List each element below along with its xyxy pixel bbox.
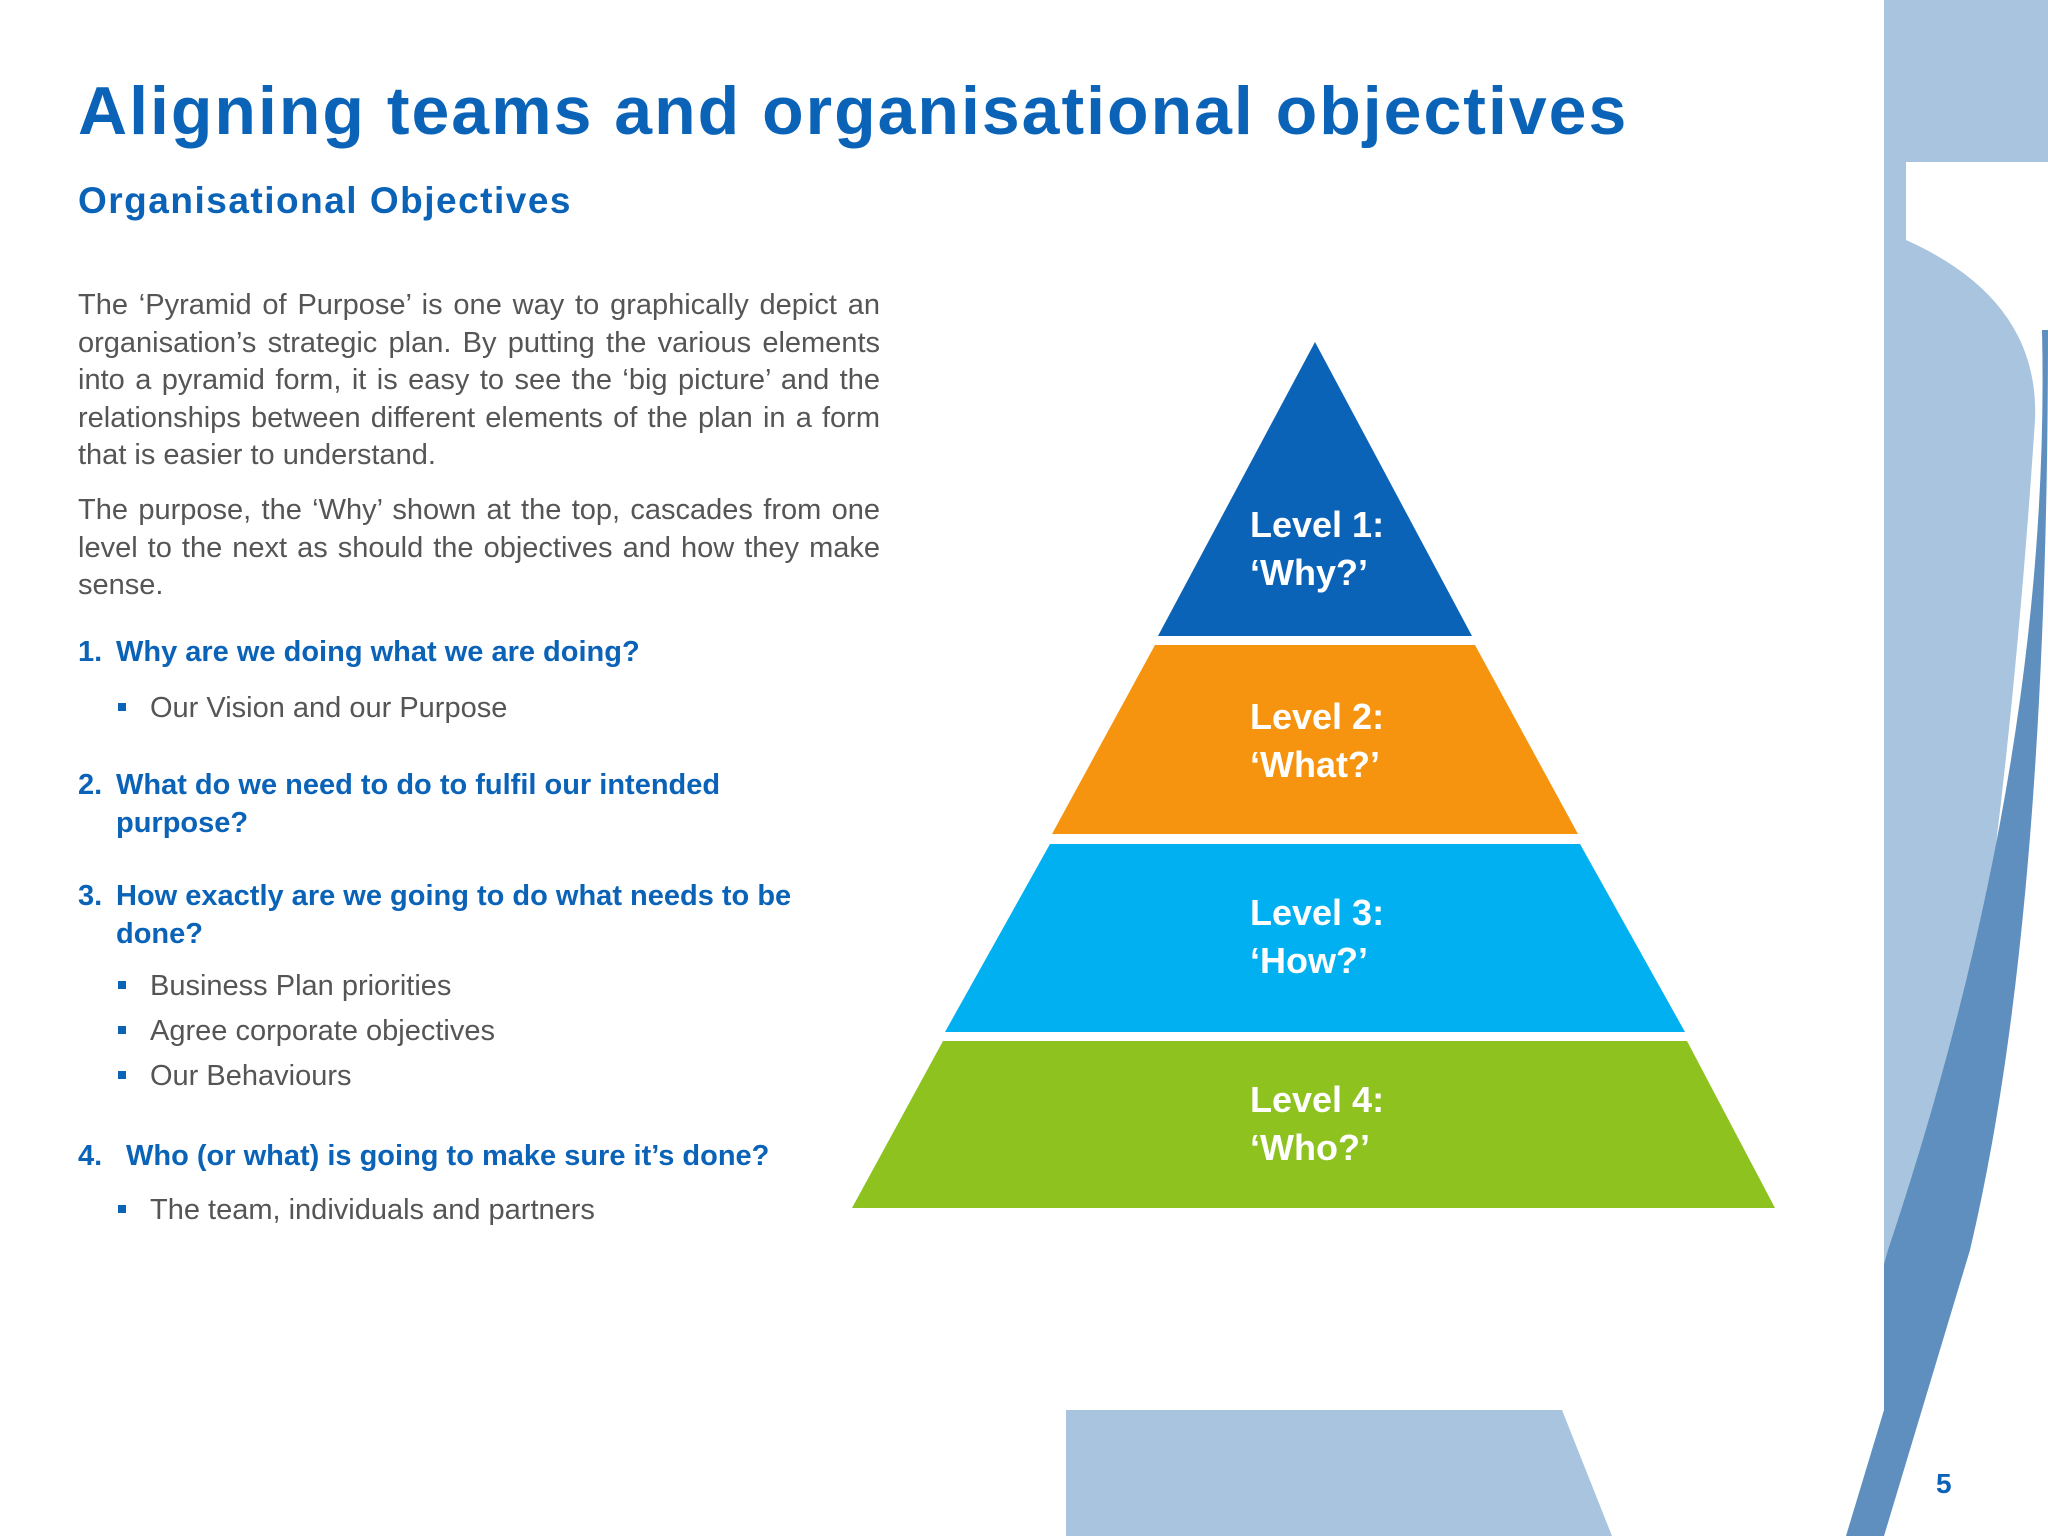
question-text: Who (or what) is going to make sure it’s… bbox=[126, 1140, 770, 1172]
question-text: Why are we doing what we are doing? bbox=[116, 636, 640, 668]
page-title: Aligning teams and organisational object… bbox=[78, 73, 1629, 149]
list-item: Agree corporate objectives bbox=[118, 1009, 495, 1054]
page-subtitle: Organisational Objectives bbox=[78, 180, 572, 221]
decor-swoosh-white bbox=[1862, 162, 2048, 1536]
pyramid-level-1-question: ‘Why?’ bbox=[1250, 552, 1368, 593]
pyramid-level-2 bbox=[1052, 645, 1578, 834]
question-1-bullets: Our Vision and our Purpose bbox=[118, 686, 507, 731]
list-item-text: Our Behaviours bbox=[150, 1060, 352, 1092]
question-1: 1. Why are we doing what we are doing? bbox=[78, 633, 838, 671]
page-number: 5 bbox=[1936, 1468, 1952, 1499]
square-bullet-icon bbox=[118, 1071, 126, 1079]
intro-paragraph-2: The purpose, the ‘Why’ shown at the top,… bbox=[78, 494, 880, 601]
pyramid-level-4-label: Level 4: bbox=[1250, 1079, 1384, 1120]
intro-paragraph-1: The ‘Pyramid of Purpose’ is one way to g… bbox=[78, 289, 880, 471]
question-number: 2. bbox=[78, 769, 103, 801]
square-bullet-icon bbox=[118, 703, 126, 711]
square-bullet-icon bbox=[118, 1205, 126, 1213]
pyramid-level-1 bbox=[1158, 342, 1472, 636]
list-item: Our Vision and our Purpose bbox=[118, 686, 507, 731]
decor-bottom-triangle bbox=[1562, 1410, 1884, 1536]
pyramid-level-2-label: Level 2: bbox=[1250, 696, 1384, 737]
pyramid-level-1-label: Level 1: bbox=[1250, 504, 1384, 545]
question-number: 1. bbox=[78, 636, 103, 668]
question-4-bullets: The team, individuals and partners bbox=[118, 1188, 595, 1233]
square-bullet-icon bbox=[118, 981, 126, 989]
pyramid-level-3 bbox=[945, 844, 1685, 1032]
pyramid-level-2-question: ‘What?’ bbox=[1250, 744, 1380, 785]
pyramid-level-4-question: ‘Who?’ bbox=[1250, 1127, 1370, 1168]
list-item: Business Plan priorities bbox=[118, 964, 495, 1009]
pyramid-level-4 bbox=[852, 1041, 1775, 1208]
decor-swoosh-dark bbox=[1808, 330, 2048, 1536]
question-text: How exactly are we going to do what need… bbox=[116, 880, 792, 950]
question-3: 3. How exactly are we going to do what n… bbox=[78, 877, 838, 953]
question-4: 4. Who (or what) is going to make sure i… bbox=[78, 1137, 838, 1175]
list-item: The team, individuals and partners bbox=[118, 1188, 595, 1233]
pyramid-diagram: Level 1: ‘Why?’ Level 2: ‘What?’ Level 3… bbox=[852, 342, 1775, 1208]
list-item-text: Our Vision and our Purpose bbox=[150, 692, 508, 724]
question-text: What do we need to do to fulfil our inte… bbox=[116, 769, 721, 839]
square-bullet-icon bbox=[118, 1026, 126, 1034]
question-3-bullets: Business Plan priorities Agree corporate… bbox=[118, 964, 495, 1099]
list-item-text: Agree corporate objectives bbox=[150, 1015, 495, 1047]
pyramid-level-3-question: ‘How?’ bbox=[1250, 940, 1368, 981]
list-item-text: The team, individuals and partners bbox=[150, 1194, 595, 1226]
list-item-text: Business Plan priorities bbox=[150, 970, 452, 1002]
list-item: Our Behaviours bbox=[118, 1054, 495, 1099]
question-number: 3. bbox=[78, 880, 103, 912]
question-2: 2. What do we need to do to fulfil our i… bbox=[78, 766, 778, 842]
pyramid-level-3-label: Level 3: bbox=[1250, 892, 1384, 933]
question-number: 4. bbox=[78, 1140, 103, 1172]
